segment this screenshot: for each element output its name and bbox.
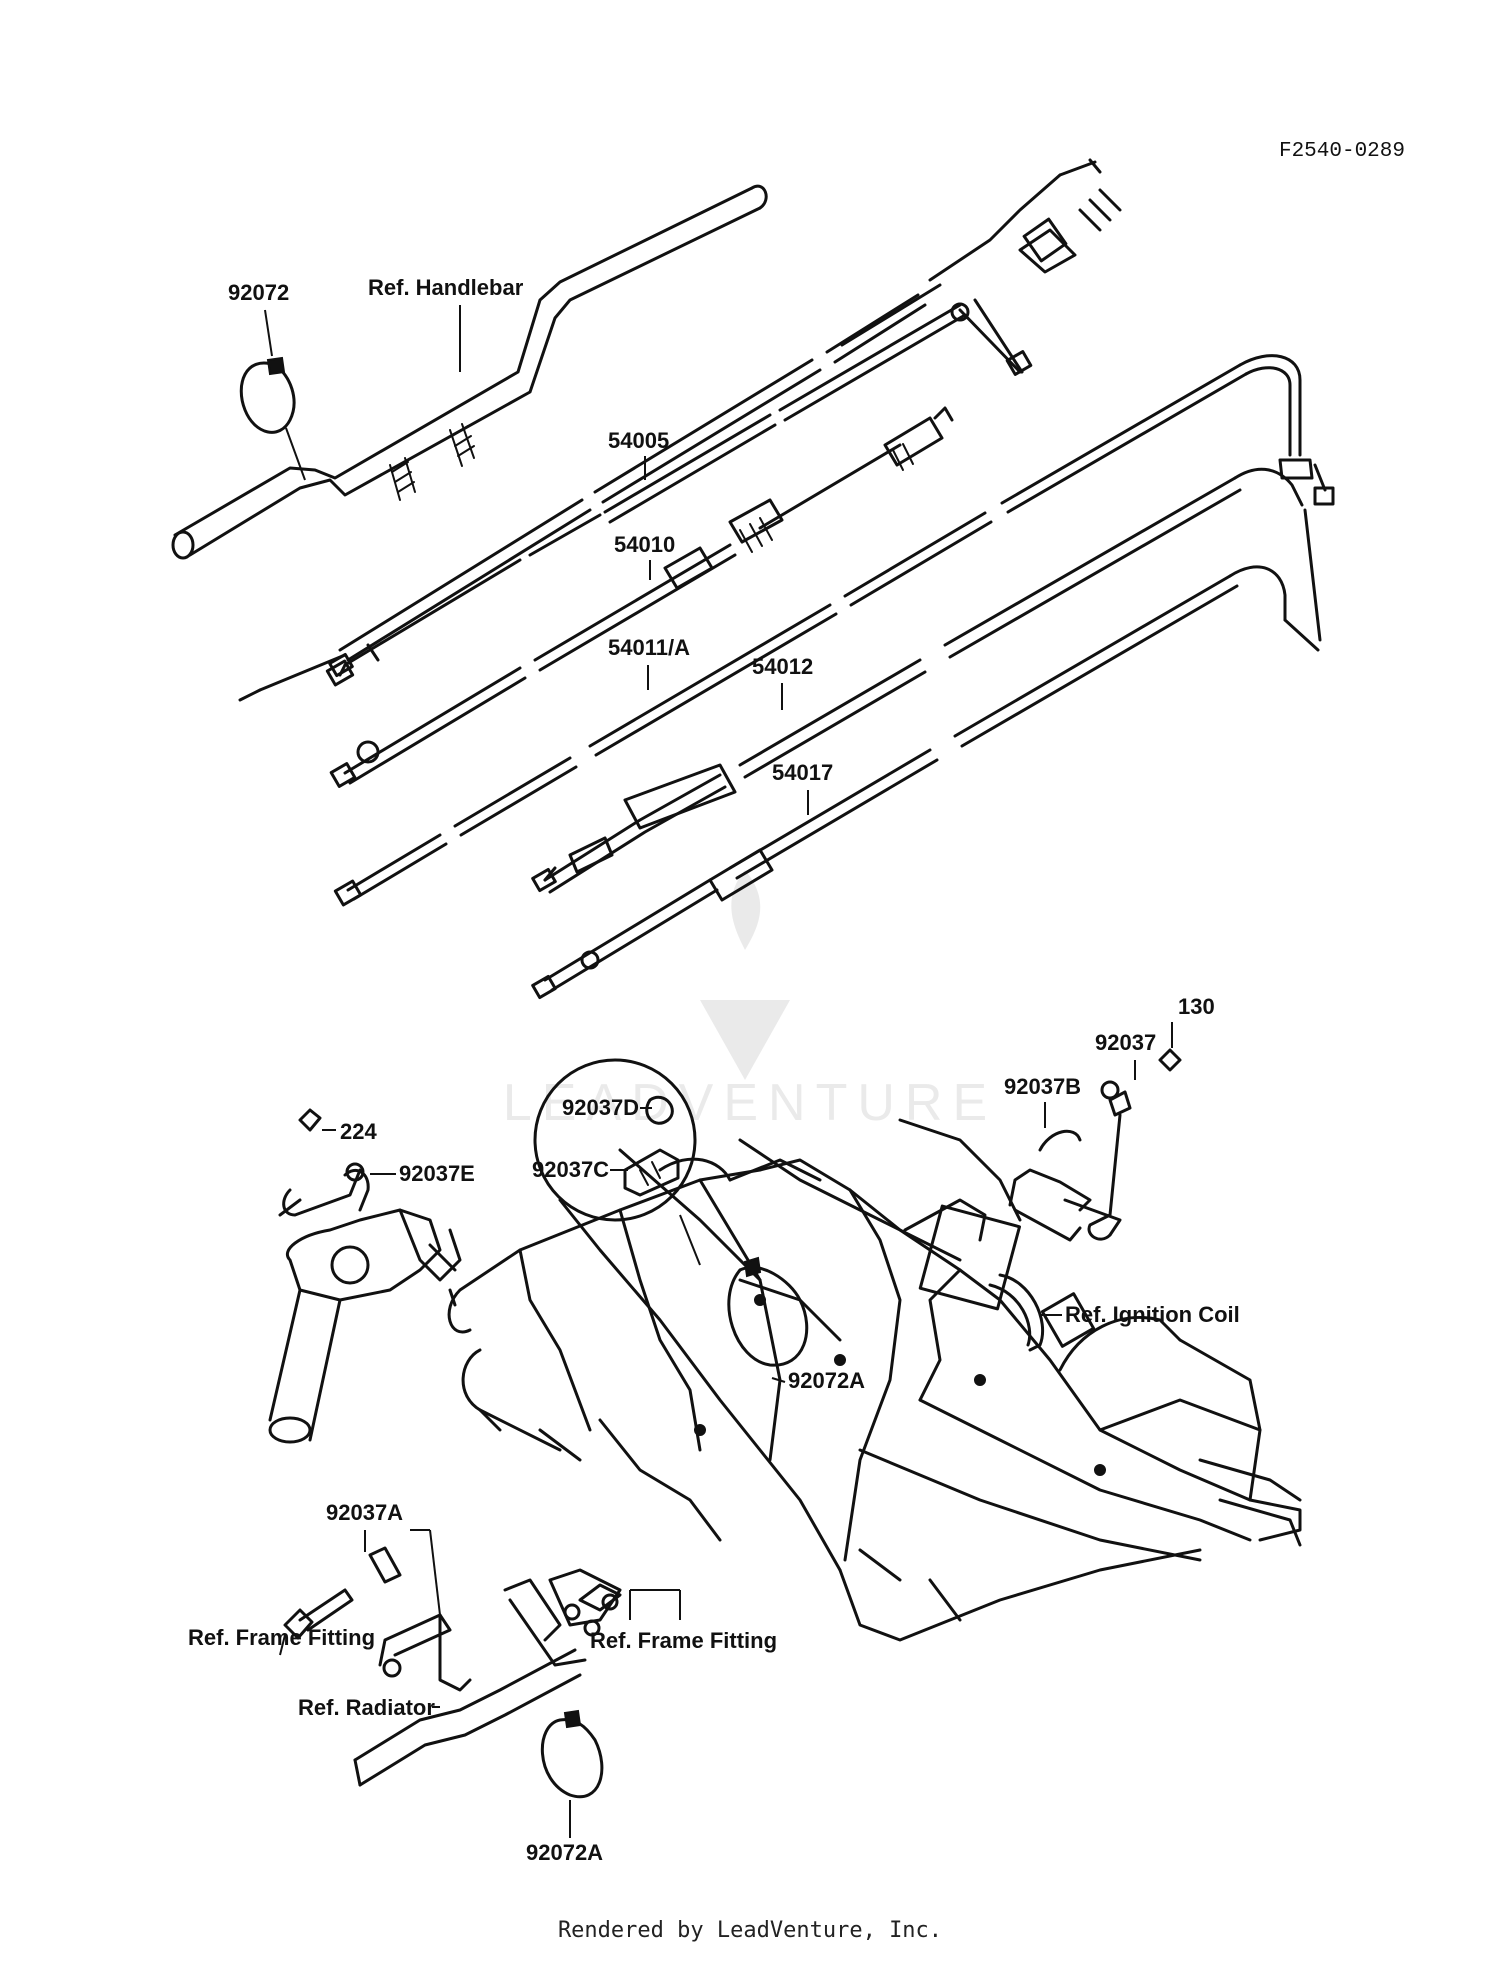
label-92037b: 92037B bbox=[1004, 1074, 1081, 1099]
label-54011a: 54011/A bbox=[608, 635, 690, 660]
label-ref-radiator: Ref. Radiator bbox=[298, 1695, 435, 1720]
label-54010: 54010 bbox=[614, 532, 675, 557]
cable-54012 bbox=[333, 354, 1335, 907]
label-92037d: 92037D bbox=[562, 1095, 639, 1120]
label-ref-handlebar: Ref. Handlebar bbox=[368, 275, 524, 300]
label-92072a-frame: 92072A bbox=[788, 1368, 865, 1393]
label-54005: 54005 bbox=[608, 428, 669, 453]
footer-credit: Rendered by LeadVenture, Inc. bbox=[557, 1918, 943, 1943]
cable-54010 bbox=[325, 298, 1033, 687]
label-130: 130 bbox=[1178, 994, 1215, 1019]
label-54017: 54017 bbox=[772, 760, 833, 785]
label-ref-frame-fitting-right: Ref. Frame Fitting bbox=[590, 1628, 777, 1653]
watermark-logo: LEADVENTURE bbox=[503, 870, 987, 1132]
label-92037: 92037 bbox=[1095, 1030, 1156, 1055]
label-92037c: 92037C bbox=[532, 1157, 609, 1182]
ignition-coil bbox=[903, 1048, 1182, 1352]
cable-54011a bbox=[329, 406, 954, 788]
lower-fittings bbox=[283, 1546, 622, 1787]
cable-54017 bbox=[531, 467, 1322, 894]
cable-lower bbox=[531, 565, 1320, 1000]
label-92037e: 92037E bbox=[399, 1161, 475, 1186]
label-ref-ignition-coil: Ref. Ignition Coil bbox=[1065, 1302, 1240, 1327]
diagram-code: F2540-0289 bbox=[1279, 140, 1405, 163]
label-54012: 54012 bbox=[752, 654, 813, 679]
label-92037a: 92037A bbox=[326, 1500, 403, 1525]
atv-frame bbox=[447, 1118, 1302, 1642]
label-92072: 92072 bbox=[228, 280, 289, 305]
clamp-92072 bbox=[239, 356, 306, 481]
detail-inset bbox=[533, 1058, 701, 1266]
steering-bracket bbox=[268, 1108, 462, 1444]
clamp-92072a-bottom bbox=[540, 1709, 604, 1799]
label-224: 224 bbox=[340, 1119, 377, 1144]
clamp-92072a-frame bbox=[727, 1256, 809, 1367]
handlebar bbox=[171, 184, 768, 560]
label-92072a-bottom: 92072A bbox=[526, 1840, 603, 1865]
cable-54005 bbox=[238, 158, 1122, 702]
